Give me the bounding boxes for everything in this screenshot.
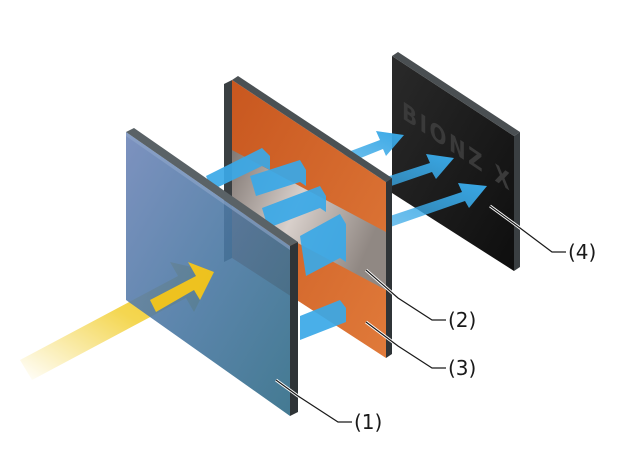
incoming-light-arrowhead — [150, 262, 214, 312]
callout-label-4: (4) — [568, 240, 596, 264]
signal-arrows-middle — [206, 148, 346, 340]
callout-label-3: (3) — [448, 356, 476, 380]
callout-label-1: (1) — [354, 410, 382, 434]
leader-lines — [275, 204, 566, 424]
callout-label-2: (2) — [448, 308, 476, 332]
processor-chip-panel: BIONZ X — [392, 52, 520, 271]
